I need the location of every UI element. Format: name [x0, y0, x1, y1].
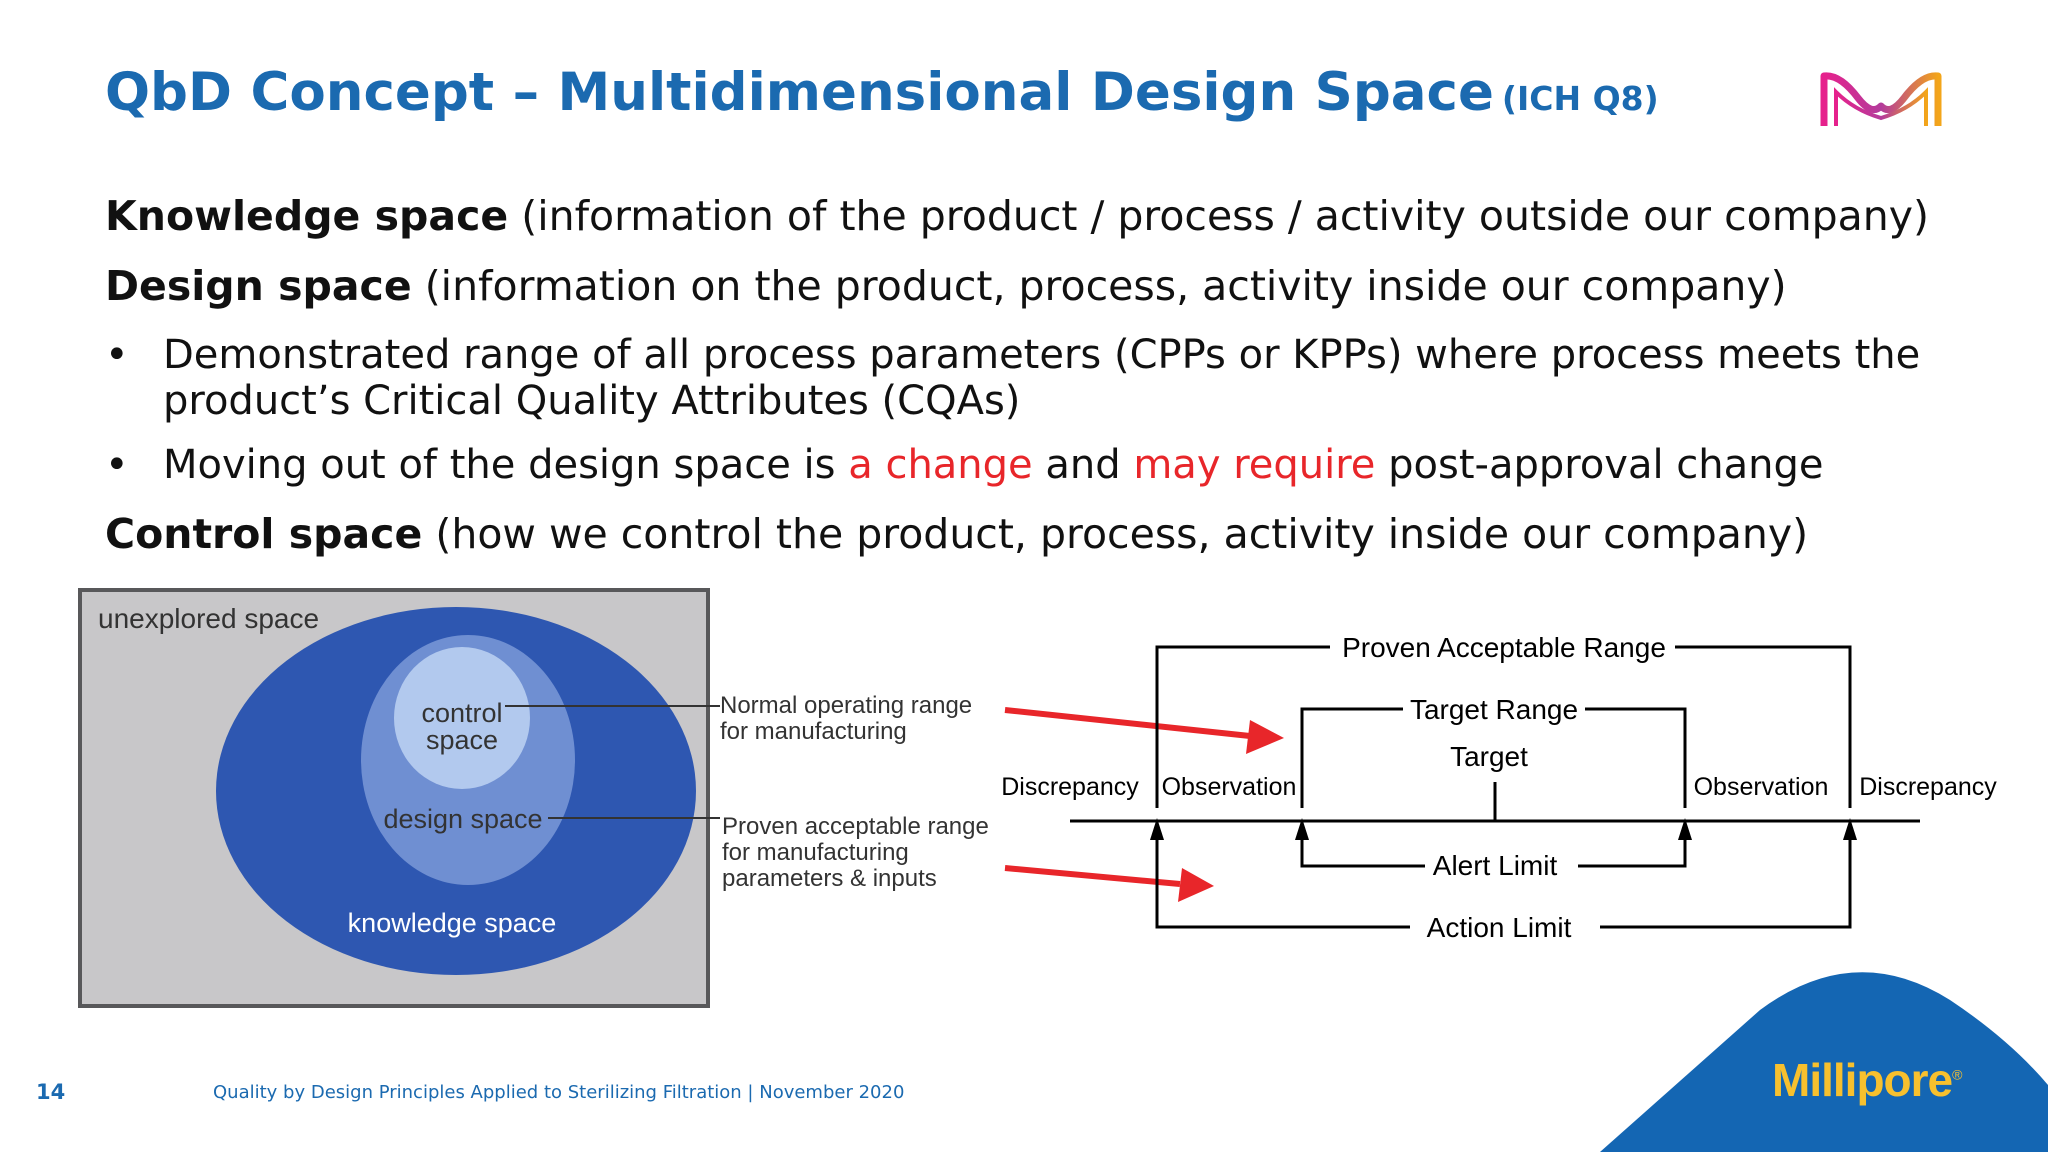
alert-limit-label: Alert Limit: [1433, 850, 1558, 881]
design-space-label: design space: [383, 804, 542, 834]
corner-blue-shape: [1600, 972, 2048, 1152]
bullet-1-line-2: product’s Critical Quality Attributes (C…: [163, 378, 1021, 424]
proven-range-label-3: parameters & inputs: [722, 865, 937, 892]
action-limit-label: Action Limit: [1427, 912, 1572, 943]
red-arrow-2-shaft: [1004, 865, 1181, 887]
bullet-symbol: •: [105, 442, 129, 488]
arrow-up-left-outer: [1150, 818, 1164, 840]
page-number: 14: [36, 1080, 66, 1104]
red-arrow-1-head: [1246, 720, 1284, 754]
brand-registered-mark: ®: [1952, 1066, 1962, 1083]
proven-range-label-2: for manufacturing: [722, 839, 909, 866]
millipore-brand: Millipore®: [1772, 1053, 1962, 1107]
action-limit-left: [1155, 835, 1410, 929]
footer-text: Quality by Design Principles Applied to …: [213, 1082, 905, 1103]
red-arrow-2-head: [1178, 868, 1214, 902]
arrow-up-right-outer: [1843, 818, 1857, 840]
knowledge-space-line: Knowledge space (information of the prod…: [105, 192, 1929, 240]
bullet-2-text-c: and: [1032, 442, 1134, 488]
observation-left-label: Observation: [1162, 773, 1297, 801]
action-limit-right: [1600, 835, 1852, 929]
bullet-2-highlight-change: a change: [848, 442, 1033, 488]
control-space-label-2: space: [426, 725, 498, 755]
arrow-up-right-inner: [1678, 818, 1692, 840]
slide-title: QbD Concept – Multidimensional Design Sp…: [105, 62, 1659, 123]
bullet-2-text-a: Moving out of the design space is: [163, 442, 849, 488]
alert-limit-right: [1578, 835, 1687, 868]
design-space-line: Design space (information on the product…: [105, 262, 1787, 310]
control-space-term: Control space: [105, 510, 423, 558]
bullet-symbol: •: [105, 332, 129, 378]
slide-title-sub: (ICH Q8): [1501, 79, 1659, 118]
normal-range-label-2: for manufacturing: [720, 718, 907, 745]
brand-name: Millipore: [1772, 1054, 1953, 1106]
arrow-up-left-inner: [1295, 818, 1309, 840]
control-space-label-1: control: [421, 698, 502, 728]
proven-range-label-1: Proven acceptable range: [722, 813, 989, 840]
control-space-desc: (how we control the product, process, ac…: [435, 510, 1809, 558]
control-space-ellipse: [394, 647, 530, 789]
proven-acceptable-range-label: Proven Acceptable Range: [1342, 632, 1666, 663]
knowledge-space-term: Knowledge space: [105, 192, 509, 240]
control-space-line: Control space (how we control the produc…: [105, 510, 1808, 558]
target-range-bracket-right: [1585, 707, 1687, 808]
knowledge-space-label: knowledge space: [348, 908, 557, 938]
observation-right-label: Observation: [1694, 773, 1829, 801]
merck-logo-icon: [1820, 72, 1942, 126]
alert-limit-left: [1300, 835, 1425, 868]
target-label: Target: [1450, 741, 1528, 772]
red-arrow-1-shaft: [1004, 707, 1251, 739]
bullet-2-highlight-may-require: may require: [1133, 442, 1376, 488]
design-space-desc: (information on the product, process, ac…: [424, 262, 1787, 310]
par-bracket-right: [1675, 645, 1852, 808]
normal-range-label-1: Normal operating range: [720, 692, 972, 719]
target-range-bracket-left: [1300, 707, 1403, 808]
knowledge-space-desc: (information of the product / process / …: [521, 192, 1930, 240]
unexplored-space-label: unexplored space: [98, 603, 319, 634]
bullet-2-text-e: post-approval change: [1375, 442, 1824, 488]
discrepancy-right-label: Discrepancy: [1859, 773, 1997, 801]
slide-title-main: QbD Concept – Multidimensional Design Sp…: [105, 62, 1494, 123]
design-space-term: Design space: [105, 262, 412, 310]
target-range-label: Target Range: [1410, 694, 1578, 725]
bullet-1-line-1: Demonstrated range of all process parame…: [163, 332, 1921, 378]
discrepancy-left-label: Discrepancy: [1001, 773, 1139, 801]
par-bracket-left: [1155, 645, 1330, 808]
